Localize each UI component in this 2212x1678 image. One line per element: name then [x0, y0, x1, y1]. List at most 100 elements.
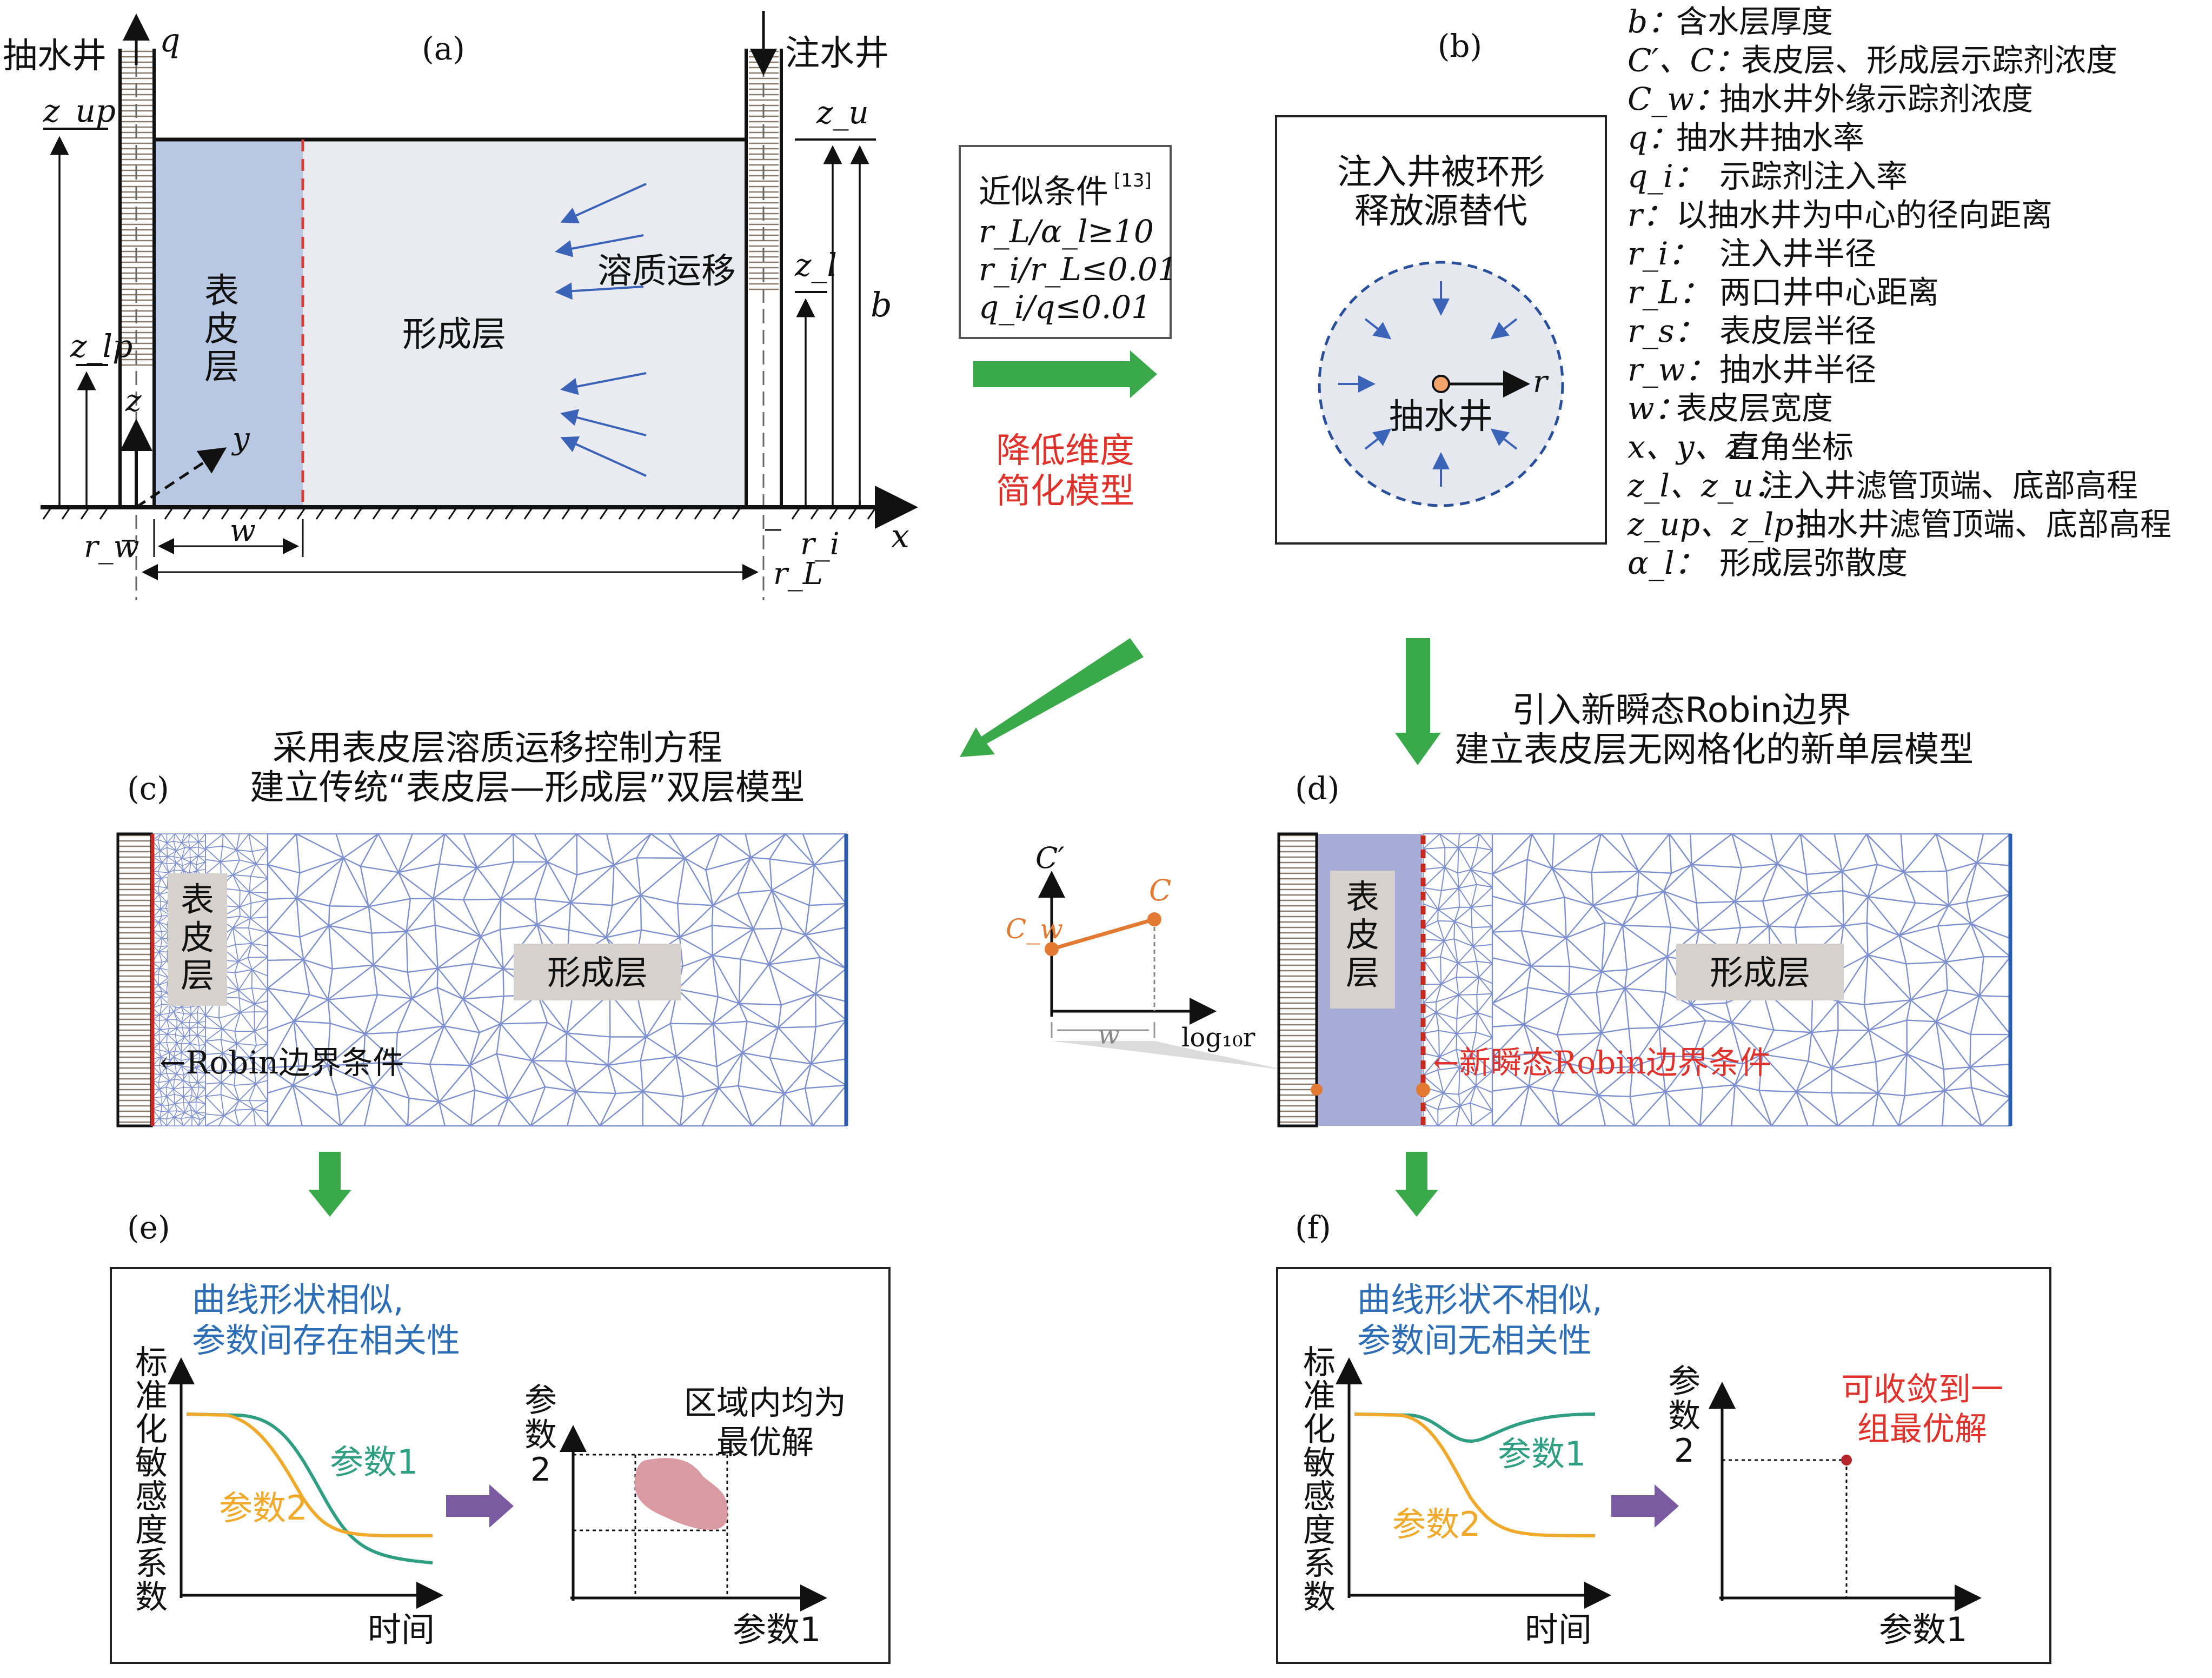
skin-label-box-d [1330, 871, 1395, 1009]
curve-p2-label-f: 参数2 [1392, 1504, 1480, 1544]
c-point [1147, 912, 1161, 926]
z-u-label: z_u [816, 94, 869, 131]
skin-label-1: 表 [204, 271, 239, 311]
panel-d-title-2: 建立表皮层无网格化的新单层模型 [1454, 730, 1974, 770]
y-axis-label-char: 数 [1303, 1578, 1336, 1616]
legend-description: 抽水井外缘示踪剂浓度 [1719, 81, 2033, 117]
legend-description: 含水层厚度 [1676, 3, 1833, 40]
x2-label-f: 参数1 [1879, 1610, 1967, 1649]
formation-label: 形成层 [402, 315, 506, 355]
y-axis-label-char: 标 [1303, 1344, 1336, 1382]
param2-label-char: 数 [524, 1416, 557, 1454]
panel-e-label: (e) [127, 1209, 170, 1246]
legend-description: 以抽水井为中心的径向距离 [1676, 197, 2052, 234]
skin-label-c-3: 层 [181, 956, 214, 995]
panel-b-text-2: 释放源替代 [1354, 191, 1527, 231]
formation-label-d: 形成层 [1710, 953, 1810, 992]
curve-p1-label-e: 参数1 [330, 1442, 418, 1482]
param2-label-char: 数 [1668, 1397, 1700, 1435]
formation-region [303, 140, 746, 507]
y-axis-label-char: 敏 [1303, 1444, 1336, 1482]
x-label: x [891, 518, 909, 555]
panel-b-label: (b) [1438, 28, 1482, 64]
formation-label-box-d [1676, 944, 1844, 1000]
panel-c: 采用表皮层溶质运移控制方程 建立传统“表皮层—形成层”双层模型 (c) 表 皮 … [116, 728, 849, 1127]
green-arrow-down-d [1395, 638, 1441, 765]
cw-point-d [1311, 1084, 1323, 1096]
panel-a: (a) 抽水井 注水井 q z_up z_lp z_u z_l b z y x … [3, 11, 918, 600]
approx-caption-1: 降低维度 [996, 431, 1134, 471]
legend-symbol: z_l、z_u： [1627, 467, 1785, 504]
approx-ref: [13] [1114, 170, 1152, 191]
approx-cond-3: q_i/q≤0.01 [979, 289, 1151, 326]
ri-label: r_i [800, 527, 840, 562]
y-axis-label-char: 度 [1303, 1511, 1336, 1549]
converge-label-1: 可收敛到一 [1841, 1371, 2003, 1409]
panel-d: 引入新瞬态Robin边界 建立表皮层无网格化的新单层模型 (d) 表 皮 层 形… [1277, 691, 2012, 1127]
w-label: w [230, 513, 256, 548]
y-axis-label-char: 标 [135, 1344, 168, 1382]
skin-label-d-3: 层 [1346, 953, 1379, 992]
panel-c-label: (c) [127, 770, 169, 807]
curve-p1-label-f: 参数1 [1498, 1434, 1586, 1474]
legend-description: 两口井中心距离 [1719, 274, 1939, 311]
inset-cprime: C′ [1035, 841, 1065, 875]
approx-conditions: 近似条件 [13] r_L/α_l≥10 r_i/r_L≤0.01 q_i/q≤… [959, 145, 1178, 512]
panel-c-title-1: 采用表皮层溶质运移控制方程 [273, 728, 722, 768]
legend-symbol: b： [1628, 3, 1679, 40]
panel-b: (b) 注入井被环形 释放源替代 r 抽水井 [1275, 28, 1607, 545]
green-arrow-down-f [1395, 1152, 1438, 1217]
panel-e-note-2: 参数间存在相关性 [192, 1321, 460, 1360]
curve-p2-f [1354, 1412, 1596, 1537]
formation-label-box-c [514, 944, 681, 1000]
legend-description: 直角坐标 [1728, 429, 1854, 466]
y-axis-label-char: 系 [135, 1545, 168, 1583]
time-label-e: 时间 [368, 1610, 435, 1649]
legend-description: 注入井半径 [1719, 235, 1876, 272]
green-arrow-down-e [308, 1152, 351, 1217]
legend-description: 抽水井半径 [1719, 351, 1876, 388]
transport-label: 溶质运移 [597, 251, 736, 291]
r-label: r [1533, 364, 1549, 400]
approx-cond-2: r_i/r_L≤0.01 [979, 251, 1178, 288]
approx-caption-2: 简化模型 [996, 472, 1134, 512]
y-axis-label-char: 化 [135, 1411, 168, 1449]
legend-description: 形成层弥散度 [1719, 545, 1908, 581]
y-label: y [231, 421, 250, 456]
legend-symbol: z_up、z_lp： [1627, 506, 1825, 543]
skin-label-c-2: 皮 [181, 918, 214, 957]
y-axis-label-char: 准 [135, 1377, 168, 1415]
skin-label-3: 层 [204, 347, 239, 387]
q-label: q [160, 22, 180, 59]
y-axis-label-char: 准 [1303, 1377, 1336, 1415]
panel-f-note-1: 曲线形状不相似, [1357, 1280, 1603, 1319]
y-axis-label-char: 度 [135, 1511, 168, 1549]
legend-description: 注入井滤管顶端、底部高程 [1762, 467, 2138, 504]
skin-label-box-c [168, 873, 227, 1006]
rL-label: r_L [773, 556, 823, 592]
param2-label-char: 2 [530, 1451, 551, 1489]
pump-well-d [1277, 832, 1318, 1127]
green-arrow-diag [960, 638, 1144, 757]
legend-description: 示踪剂注入率 [1719, 158, 1908, 195]
inject-well-label: 注水井 [785, 34, 889, 74]
region-label-1: 区域内均为 [684, 1384, 846, 1422]
converge-label-2: 组最优解 [1857, 1410, 1987, 1448]
panel-a-label: (a) [422, 30, 465, 67]
y-axis-label-char: 化 [1303, 1411, 1336, 1449]
legend-description: 表皮层、形成层示踪剂浓度 [1741, 42, 2117, 79]
panel-b-well-label: 抽水井 [1389, 397, 1493, 437]
legend-symbol: r： [1628, 197, 1674, 234]
legend-description: 表皮层半径 [1719, 313, 1876, 349]
panel-e-note-1: 曲线形状相似, [192, 1280, 404, 1319]
b-label: b [871, 285, 892, 324]
z-lp-label: z_lp [70, 328, 132, 364]
skin-label-c-1: 表 [181, 880, 214, 919]
inset-c: C [1149, 873, 1171, 907]
x2-label-e: 参数1 [733, 1610, 821, 1649]
mesh-triangles [1491, 833, 2011, 1127]
legend-symbol: r_i： [1628, 235, 1699, 272]
rw-label: r_w [84, 529, 140, 565]
inset-cw: C_w [1006, 913, 1063, 945]
